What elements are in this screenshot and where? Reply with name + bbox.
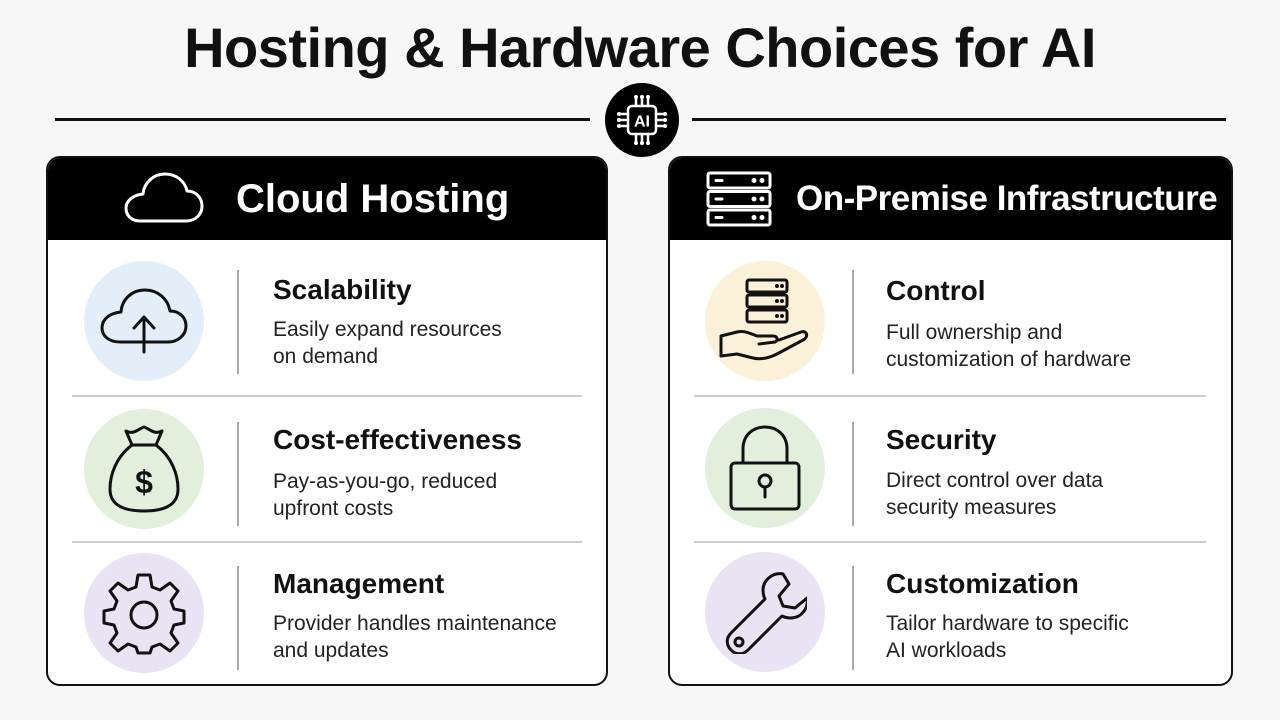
security-title: Security — [886, 424, 997, 455]
gear-icon — [102, 573, 186, 655]
management-title: Management — [273, 568, 445, 599]
cloud-hosting-header: Cloud Hosting — [48, 158, 606, 240]
control-title: Control — [886, 275, 986, 306]
cloud-icon — [124, 171, 204, 227]
wrench-icon — [725, 572, 807, 654]
scalability-description: Easily expand resources on demand — [273, 316, 573, 370]
page-title: Hosting & Hardware Choices for AI — [184, 16, 1096, 79]
padlock-icon — [729, 425, 801, 511]
feature-row-scalability: Scalability Easily expand resources on d… — [48, 258, 606, 404]
ai-chip-icon: AI — [605, 83, 679, 157]
security-description: Direct control over data security measur… — [886, 467, 1206, 521]
scalability-desc-line2: on demand — [273, 345, 379, 368]
row-divider — [852, 566, 854, 670]
row-divider — [237, 422, 239, 526]
feature-row-security: Security Direct control over data securi… — [670, 408, 1231, 554]
customization-description: Tailor hardware to specific AI workloads — [886, 610, 1206, 664]
feature-row-control: Control Full ownership and customization… — [670, 258, 1231, 404]
security-icon-circle — [705, 408, 825, 528]
customization-desc-line1: Tailor hardware to specific — [886, 612, 1129, 635]
management-description: Provider handles maintenance and updates — [273, 610, 573, 664]
row-divider — [852, 422, 854, 526]
on-premise-title: On-Premise Infrastructure — [796, 179, 1218, 218]
server-rack-icon — [706, 171, 774, 227]
scalability-title: Scalability — [273, 274, 412, 305]
security-desc-line2: security measures — [886, 496, 1057, 519]
server-hand-icon — [719, 278, 809, 361]
row-divider — [237, 270, 239, 374]
control-description: Full ownership and customization of hard… — [886, 319, 1206, 373]
row-separator — [72, 395, 582, 397]
cloud-hosting-title: Cloud Hosting — [236, 176, 510, 221]
feature-row-cost-effectiveness: $ Cost-effectiveness Pay-as-you-go, redu… — [48, 408, 606, 554]
ai-badge-text: AI — [634, 114, 650, 131]
security-desc-line1: Direct control over data — [886, 469, 1104, 492]
cost-desc-line2: upfront costs — [273, 497, 394, 520]
on-premise-header: On-Premise Infrastructure — [670, 158, 1231, 240]
title-divider-right — [692, 118, 1226, 121]
money-bag-icon: $ — [108, 425, 180, 513]
management-icon-circle — [84, 553, 204, 673]
scalability-desc-line1: Easily expand resources — [273, 318, 502, 341]
customization-desc-line2: AI workloads — [886, 639, 1007, 662]
management-desc-line2: and updates — [273, 639, 389, 662]
row-divider — [237, 566, 239, 670]
svg-text:$: $ — [135, 464, 153, 500]
title-divider-left — [55, 118, 590, 121]
cost-effectiveness-title: Cost-effectiveness — [273, 424, 522, 455]
feature-row-customization: Customization Tailor hardware to specifi… — [670, 552, 1231, 684]
customization-icon-circle — [705, 552, 825, 672]
control-icon-circle — [705, 261, 825, 381]
row-separator — [694, 395, 1206, 397]
cloud-hosting-panel: Cloud Hosting Scalability Easily expand … — [46, 156, 608, 686]
on-premise-panel: On-Premise Infrastructure Control — [668, 156, 1233, 686]
feature-row-management: Management Provider handles maintenance … — [48, 552, 606, 684]
control-desc-line1: Full ownership and — [886, 321, 1063, 344]
cost-desc-line1: Pay-as-you-go, reduced — [273, 470, 498, 493]
row-separator — [694, 541, 1206, 543]
customization-title: Customization — [886, 568, 1079, 599]
scalability-icon-circle — [84, 261, 204, 381]
row-separator — [72, 541, 582, 543]
cost-effectiveness-description: Pay-as-you-go, reduced upfront costs — [273, 468, 573, 522]
control-desc-line2: customization of hardware — [886, 348, 1132, 371]
management-desc-line1: Provider handles maintenance — [273, 612, 557, 635]
cost-icon-circle: $ — [84, 409, 204, 529]
row-divider — [852, 270, 854, 374]
cloud-upload-icon — [100, 288, 188, 354]
